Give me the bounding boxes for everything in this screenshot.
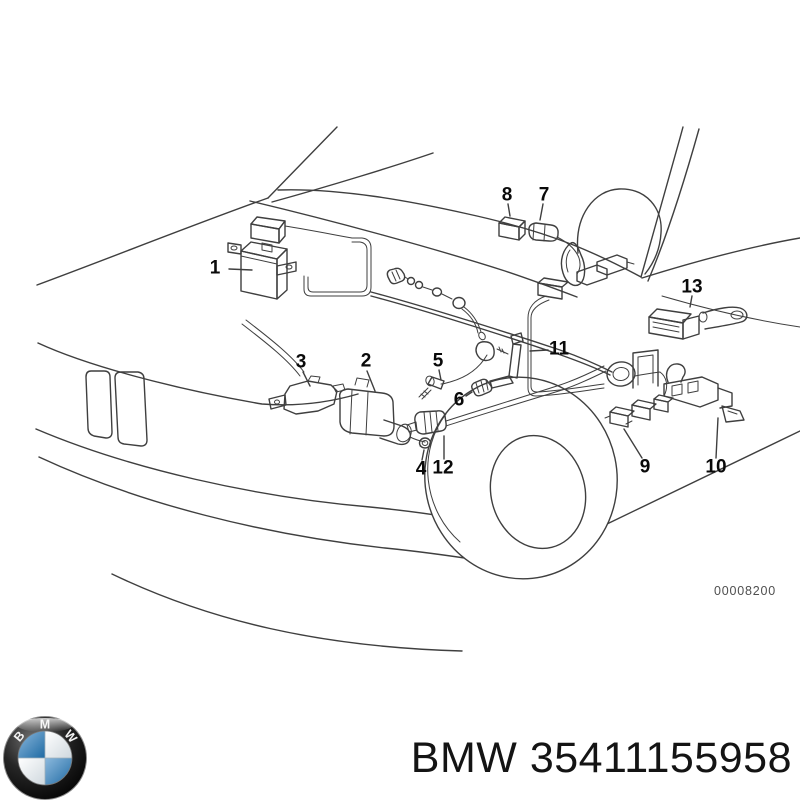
part-label-11: 11 xyxy=(548,338,570,360)
part-label-9: 9 xyxy=(639,456,651,478)
part-label-13: 13 xyxy=(681,276,703,298)
part-label-2: 2 xyxy=(360,350,372,372)
part-label-4: 4 xyxy=(415,458,427,480)
part-number-title: BMW 35411155958 xyxy=(410,734,792,782)
part-label-6: 6 xyxy=(453,389,465,411)
part-5-cable-end xyxy=(418,375,445,400)
diagram-code: 00008200 xyxy=(714,584,777,598)
part-label-3: 3 xyxy=(295,351,307,373)
part-10-bracket xyxy=(663,363,745,423)
part-label-7: 7 xyxy=(538,184,550,206)
part-label-12: 12 xyxy=(432,457,454,479)
part-7-plug xyxy=(528,222,581,275)
firewall-grommet xyxy=(606,349,668,397)
part-label-1: 1 xyxy=(209,257,221,279)
part-label-10: 10 xyxy=(705,456,727,478)
front-wheel xyxy=(424,376,618,580)
kidney-grille xyxy=(85,370,148,447)
part-11-bracket xyxy=(489,332,524,389)
bmw-logo-icon: B M W xyxy=(3,716,87,800)
part-label-8: 8 xyxy=(501,184,513,206)
footer: B M W BMW 35411155958 xyxy=(0,700,800,800)
cowl-connector-bundle xyxy=(527,241,635,397)
part-9-connectors xyxy=(604,394,674,428)
part-4-nut xyxy=(418,437,432,449)
part-13-switch xyxy=(648,306,748,340)
part-1-module xyxy=(227,216,372,300)
part-2-actuator xyxy=(338,377,426,446)
leader-lines xyxy=(228,203,719,461)
part-12-cable xyxy=(406,365,607,435)
part-3-bracket xyxy=(268,375,346,415)
harness-wire-to-firewall xyxy=(370,291,613,376)
car-body-outline xyxy=(35,126,800,652)
part-label-5: 5 xyxy=(432,350,444,372)
part-8-connector xyxy=(498,216,526,241)
parts-diagram-drawing xyxy=(35,126,800,652)
